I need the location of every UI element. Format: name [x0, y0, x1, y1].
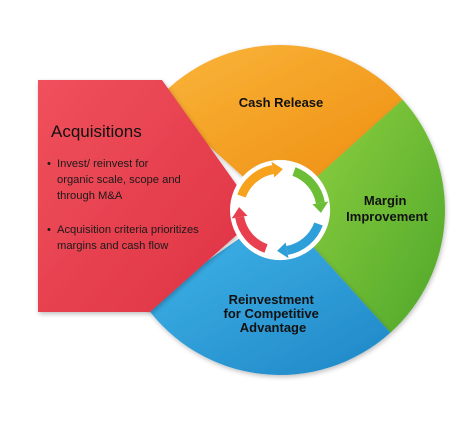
- hub-arrow-head-4: [231, 207, 248, 219]
- hub-arrow-head-1: [271, 161, 283, 178]
- margin-improvement-label: Margin Improvement: [346, 193, 428, 224]
- cycle-arrows-icon: [231, 161, 329, 259]
- cash-release-label: Cash Release: [239, 95, 324, 110]
- hub-arrow-arc-1: [237, 165, 274, 198]
- hub-arrow-head-3: [277, 242, 289, 259]
- center-hub-core: [247, 177, 313, 243]
- reinvestment-segment: [144, 238, 391, 375]
- acquisitions-panel: [38, 80, 237, 312]
- acquisitions-bullet-2: • Acquisition criteria prioritizes margi…: [47, 224, 202, 252]
- acquisitions-bullet-1: • Invest/ reinvest for organic scale, sc…: [47, 158, 184, 202]
- hub-arrow-arc-2: [292, 167, 325, 204]
- acquisitions-title: Acquisitions: [51, 122, 142, 141]
- hub-arrow-head-2: [312, 201, 329, 213]
- margin-improvement-segment: [313, 99, 445, 333]
- hub-arrow-arc-3: [286, 222, 323, 255]
- reinvestment-label: Reinvestment for Competitive Advantage: [224, 292, 323, 335]
- cash-release-segment: [157, 45, 403, 177]
- hub-arrow-arc-4: [235, 216, 268, 253]
